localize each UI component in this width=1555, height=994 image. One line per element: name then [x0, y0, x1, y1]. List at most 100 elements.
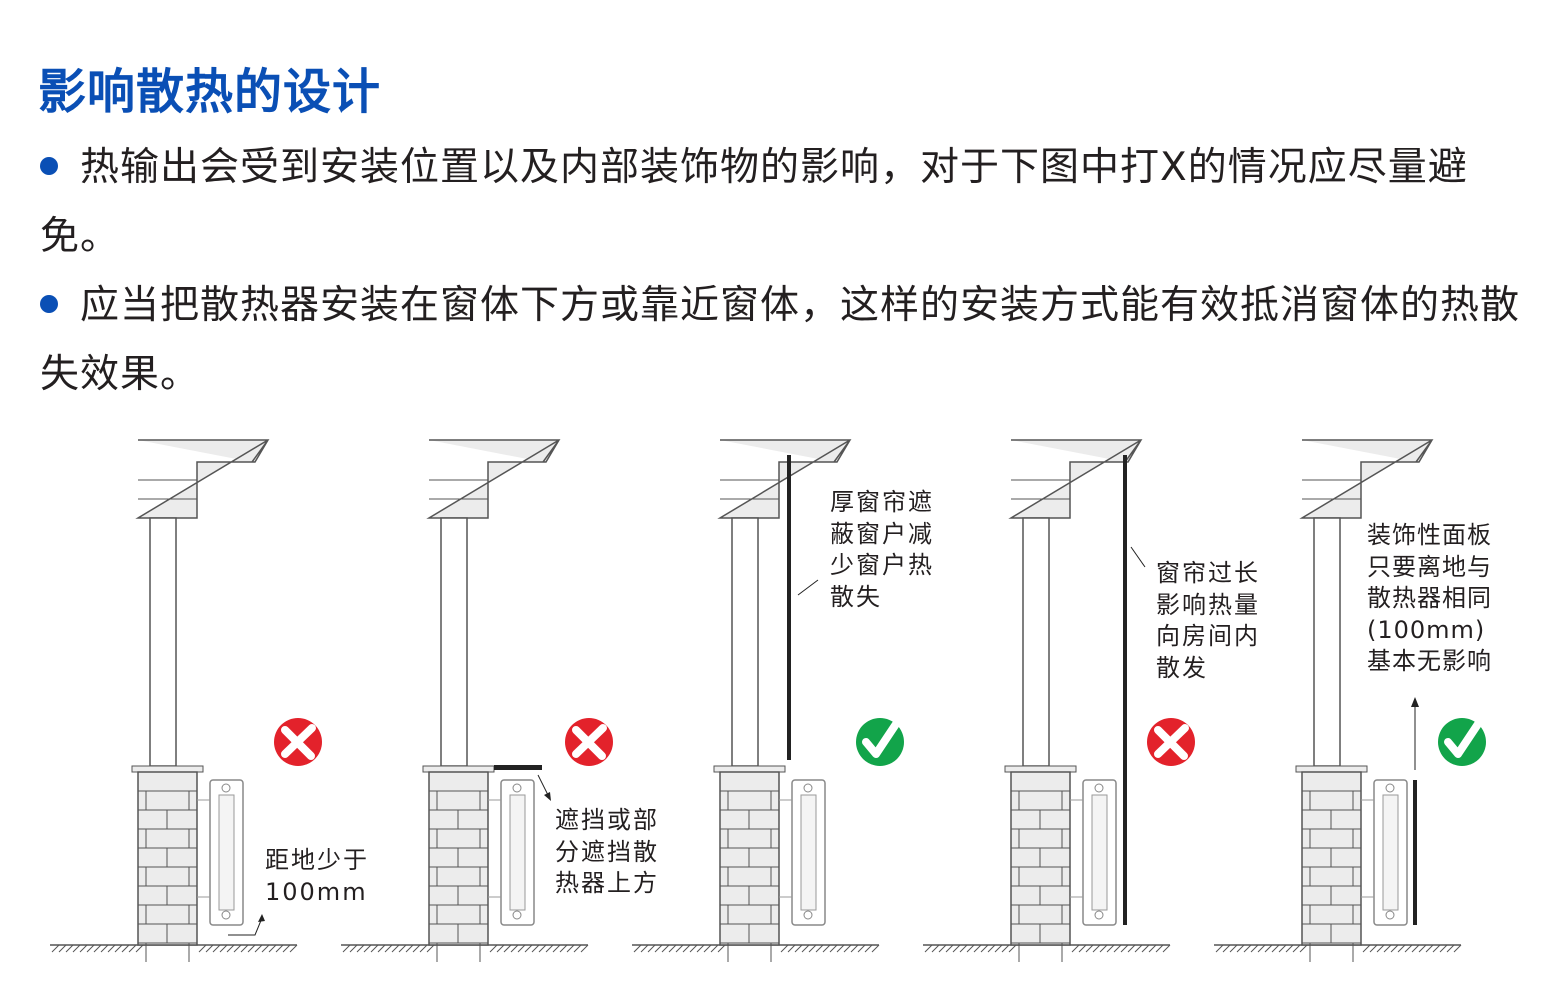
check-mark [1444, 720, 1482, 758]
floor-hatch [51, 944, 60, 953]
bullet-text: 应当把散热器安装在窗体下方或靠近窗体，这样的安装方式能有效抵消窗体的热散失效果。 [40, 283, 1521, 397]
floor-hatch [93, 944, 102, 953]
lintel [135, 439, 270, 519]
window-frame [149, 517, 177, 767]
floor-hatch [1383, 944, 1392, 953]
floor-hatch [1453, 944, 1462, 953]
radiator-valve [1385, 783, 1395, 793]
floor-hatch [391, 944, 400, 953]
decorative-panel [1413, 780, 1417, 925]
floor-hatch [254, 944, 263, 953]
floor-hatch [86, 944, 95, 953]
floor-hatch [121, 944, 130, 953]
floor-hatch [1236, 944, 1245, 953]
floor-hatch [398, 944, 407, 953]
floor-hatch [205, 944, 214, 953]
floor-hatch [135, 944, 144, 953]
floor-hatch [696, 944, 705, 953]
floor-hatch [1071, 944, 1080, 953]
radiator [197, 779, 244, 926]
floor-hatch [801, 944, 810, 953]
floor-hatch [1106, 944, 1115, 953]
floor-hatch [857, 944, 866, 953]
radiator-valve [803, 910, 813, 920]
floor-hatch [647, 944, 656, 953]
floor-hatch [370, 944, 379, 953]
floor-hatch [1404, 944, 1413, 953]
floor-hatch [289, 944, 298, 953]
floor-hatch [531, 944, 540, 953]
floor-hatch [72, 944, 81, 953]
floor-hatch [128, 944, 137, 953]
floor-hatch [1362, 944, 1371, 953]
radiator-valve [221, 783, 231, 793]
arrow-head [258, 914, 265, 922]
floor-hatch [675, 944, 684, 953]
floor-hatch [1078, 944, 1087, 953]
floor-hatch [640, 944, 649, 953]
bullet-2: 应当把散热器安装在窗体下方或靠近窗体，这样的安装方式能有效抵消窗体的热散失效果。 [40, 271, 1520, 409]
radiator [1070, 779, 1117, 926]
floor-hatch [633, 944, 642, 953]
floor-hatch [1446, 944, 1455, 953]
floor-hatch [1411, 944, 1420, 953]
floor-hatch [377, 944, 386, 953]
panel-4 [923, 439, 1195, 962]
floor-hatch [1278, 944, 1287, 953]
floor-hatch [552, 944, 561, 953]
floor-hatch [924, 944, 933, 953]
panel-2-label: 遮挡或部 分遮挡散 热器上方 [555, 806, 659, 897]
floor-hatch [871, 944, 880, 953]
radiator-valve [512, 783, 522, 793]
window-sill [713, 765, 786, 773]
floor-hatch [559, 944, 568, 953]
floor-hatch [566, 944, 575, 953]
floor-hatch [503, 944, 512, 953]
pointer-arrow [228, 917, 263, 936]
floor-hatch [952, 944, 961, 953]
floor-hatch [843, 944, 852, 953]
floor-hatch [247, 944, 256, 953]
cross-mark [1154, 724, 1189, 760]
window-frame [440, 517, 468, 767]
panel-3 [632, 439, 904, 962]
floor-hatch [1376, 944, 1385, 953]
floor-hatch [850, 944, 859, 953]
window-sill [131, 765, 204, 773]
floor-hatch [1257, 944, 1266, 953]
check-icon [1438, 718, 1486, 766]
floor-hatch [1155, 944, 1164, 953]
floor-hatch [682, 944, 691, 953]
floor-hatch [710, 944, 719, 953]
floor-hatch [1243, 944, 1252, 953]
floor-hatch [1222, 944, 1231, 953]
pointer-arrow [537, 774, 550, 798]
floor-hatch [1127, 944, 1136, 953]
radiator-valve [221, 910, 231, 920]
floor-hatch [661, 944, 670, 953]
cross-mark [281, 724, 316, 760]
floor-hatch [1432, 944, 1441, 953]
floor-hatch [233, 944, 242, 953]
floor-hatch [1001, 944, 1010, 953]
floor-hatch [1264, 944, 1273, 953]
floor-hatch [1085, 944, 1094, 953]
floor-hatch [261, 944, 270, 953]
floor-hatch [829, 944, 838, 953]
floor-hatch [1285, 944, 1294, 953]
lintel [1008, 439, 1143, 519]
floor-hatch [1418, 944, 1427, 953]
panel-3-label: 厚窗帘遮 蔽窗户减 少窗户热 散失 [830, 488, 934, 611]
floor-hatch [114, 944, 123, 953]
floor-hatch [1162, 944, 1171, 953]
floor-hatch [815, 944, 824, 953]
floor-hatch [240, 944, 249, 953]
radiator-valve [512, 910, 522, 920]
floor-hatch [342, 944, 351, 953]
floor-hatch [1134, 944, 1143, 953]
floor-hatch [426, 944, 435, 953]
floor-hatch [1425, 944, 1434, 953]
floor-hatch [282, 944, 291, 953]
floor-hatch [219, 944, 228, 953]
